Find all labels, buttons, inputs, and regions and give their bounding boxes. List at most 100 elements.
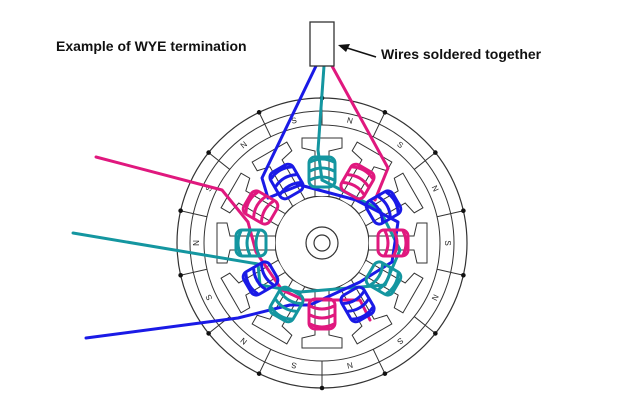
coil-turn — [309, 304, 335, 311]
stator-coil — [268, 285, 305, 324]
coil-turn — [259, 263, 275, 287]
ring-bolt-dot — [256, 371, 262, 376]
solder-junction-box — [309, 21, 335, 67]
phase-a-loop — [246, 220, 372, 322]
coil-turn — [309, 175, 335, 182]
stator-coil — [339, 162, 376, 201]
stator-coil — [339, 285, 376, 324]
motor-shaft — [305, 226, 339, 260]
annotation-arrow — [338, 44, 377, 58]
tooth-outline — [220, 172, 286, 226]
stator-tooth — [251, 279, 305, 345]
coil-turn — [309, 313, 335, 320]
stator-coil — [307, 297, 337, 331]
stator-coil — [234, 228, 268, 258]
ring-bolt-dot — [178, 272, 183, 278]
ring-bolt-dot — [382, 371, 388, 376]
magnet-pole-label: N — [239, 140, 249, 151]
stator-coil — [268, 162, 305, 201]
coil-turn — [269, 165, 293, 180]
magnet-divider — [436, 210, 464, 218]
phase-c-neutral — [260, 64, 318, 200]
coil-outline — [268, 162, 305, 201]
shaft-inner — [313, 234, 331, 252]
magnet-pole-label: N — [430, 184, 441, 193]
stator-coils — [234, 155, 410, 331]
magnet-pole-label: N — [239, 336, 249, 347]
coil-outline — [364, 260, 403, 297]
stator-coil — [241, 189, 280, 226]
magnet-divider — [372, 349, 386, 374]
stator-coil — [376, 228, 410, 258]
stator-tooth — [339, 141, 393, 207]
phase-a-lead — [94, 155, 250, 224]
tooth-outline — [358, 172, 424, 226]
coil-turn — [392, 230, 399, 256]
phase-a-neutral — [330, 64, 390, 202]
magnet-pole-label: S — [395, 140, 405, 150]
magnet-divider — [372, 112, 386, 137]
coil-turn — [351, 165, 375, 180]
coil-turn — [383, 230, 390, 256]
coil-turn — [342, 180, 366, 196]
junction-box — [309, 21, 335, 67]
magnet-divider — [436, 268, 464, 276]
coil-outline — [234, 228, 268, 258]
coil-turn — [385, 190, 400, 214]
stator-tooth — [358, 172, 424, 226]
tooth-outline — [251, 279, 305, 345]
ring-bolt-dot — [178, 208, 183, 214]
coil-turn — [274, 173, 297, 188]
coil-turn — [342, 290, 366, 306]
coil-turn — [269, 306, 293, 321]
ring-bolt-dot — [382, 110, 388, 115]
coil-turn — [309, 157, 335, 164]
coil-turn — [347, 173, 370, 188]
coil-outline — [268, 285, 305, 324]
magnet-pole-label: N — [192, 240, 201, 246]
diagram-title: Example of WYE termination — [56, 38, 247, 54]
coil-turn — [351, 306, 375, 321]
coil-outline — [339, 285, 376, 324]
ring-bolt-dot — [433, 150, 438, 155]
coil-turn — [309, 166, 335, 173]
phase-b-neutral — [316, 64, 326, 182]
coil-turn — [369, 263, 385, 287]
coil-turn — [244, 190, 259, 214]
coil-outline — [307, 297, 337, 331]
tooth-outline — [339, 141, 393, 207]
stator-coil — [307, 155, 337, 189]
coil-turn — [369, 199, 385, 223]
coil-turn — [245, 230, 252, 256]
coil-turn — [236, 230, 243, 256]
magnet-pole-label: S — [290, 360, 297, 370]
magnet-divider — [413, 152, 436, 170]
coil-outline — [339, 162, 376, 201]
magnet-divider — [258, 349, 272, 374]
magnet-pole-label: S — [395, 336, 405, 346]
coil-outline — [376, 228, 410, 258]
magnet-divider — [258, 112, 272, 137]
magnet-pole-label: S — [290, 116, 297, 126]
coil-outline — [241, 189, 280, 226]
magnet-divider — [180, 268, 208, 276]
ring-bolt-dot — [461, 208, 466, 214]
magnet-pole-label: S — [204, 293, 214, 302]
stator-tooth — [220, 260, 286, 314]
coil-turn — [347, 298, 370, 313]
coil-outline — [307, 155, 337, 189]
arrow-head — [338, 44, 350, 52]
stator-tooth — [220, 172, 286, 226]
magnet-pole-label: N — [346, 116, 354, 126]
coil-turn — [252, 195, 267, 218]
coil-turn — [259, 199, 275, 223]
coil-turn — [274, 298, 297, 313]
coil-turn — [377, 268, 392, 291]
ring-bolt-dot — [206, 331, 211, 336]
ring-bolt-dot — [319, 385, 325, 391]
coil-turn — [377, 195, 392, 218]
coil-turn — [385, 272, 400, 296]
coil-outline — [241, 260, 280, 297]
magnet-divider — [208, 152, 231, 170]
ring-bolt-dot — [461, 272, 466, 278]
